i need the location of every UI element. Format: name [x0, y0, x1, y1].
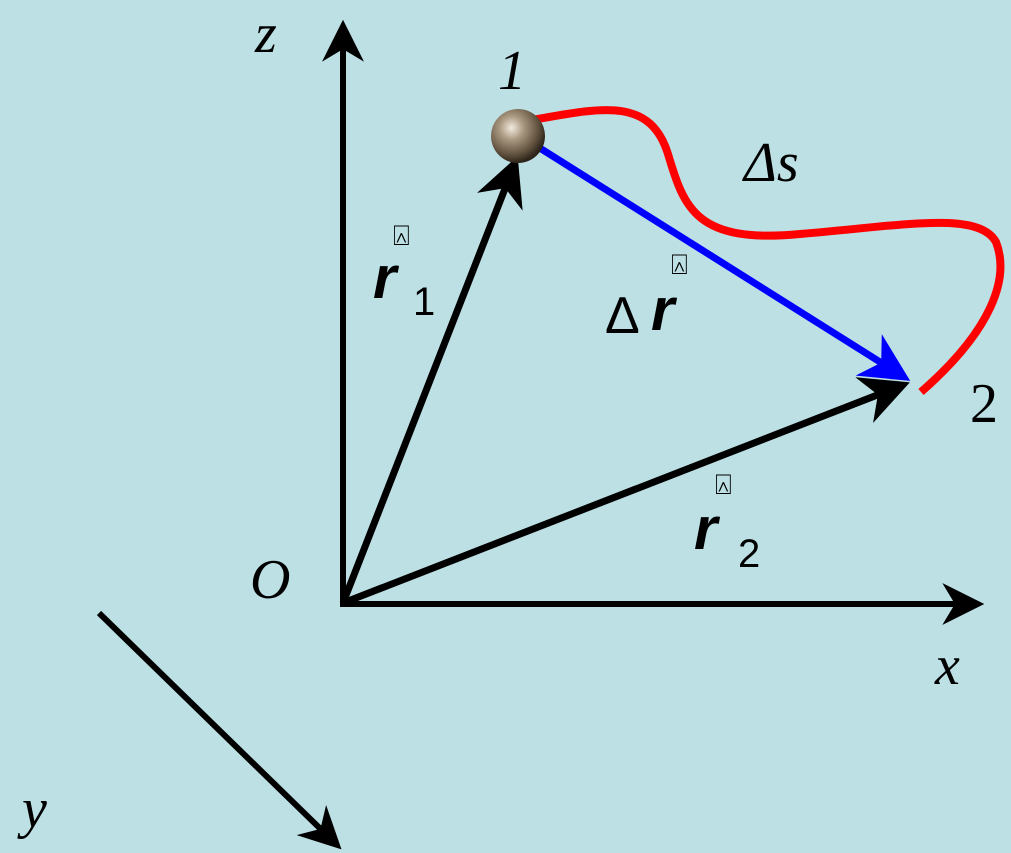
delta-r-delta: Δ [605, 287, 640, 345]
r2-accent: ⍓ [715, 469, 732, 500]
delta-r-symbol: r [651, 276, 678, 343]
y-axis-label: y [17, 778, 47, 840]
path-length-label: Δs [742, 132, 799, 194]
r2-symbol: r [694, 495, 721, 562]
origin-label: O [250, 549, 290, 611]
point-1-label: 1 [498, 40, 526, 102]
displacement-vector-arrow [533, 142, 911, 381]
r1-vector-arrow [339, 156, 523, 605]
r1-symbol: r [373, 244, 400, 311]
r1-accent: ⍓ [393, 220, 410, 251]
r2-subscript: 2 [738, 532, 760, 576]
r2-label: ⍓ r 2 [694, 469, 760, 576]
r1-label: ⍓ r 1 [373, 220, 435, 324]
z-axis-label: z [254, 3, 277, 65]
y-axis-arrow [96, 610, 342, 850]
trajectory-path [531, 106, 1005, 396]
delta-r-label: Δ ⍓ r [605, 249, 688, 345]
x-axis-label: x [934, 635, 960, 697]
delta-r-accent: ⍓ [671, 249, 688, 280]
r2-vector-arrow [341, 377, 910, 607]
particle-ball [491, 109, 545, 163]
point-2-label: 2 [970, 373, 998, 435]
r1-subscript: 1 [413, 280, 435, 324]
